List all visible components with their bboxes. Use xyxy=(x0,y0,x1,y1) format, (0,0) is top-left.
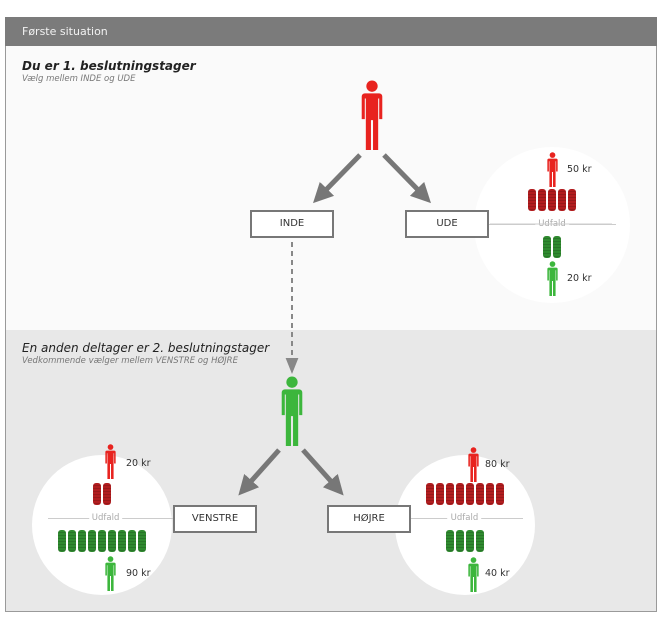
red-coin-row xyxy=(395,483,535,505)
green-coin-stack xyxy=(543,236,551,258)
red-coin-stack xyxy=(568,189,576,211)
outcome-hojre: 80 kr Udfald 40 kr xyxy=(390,455,535,595)
red-amount: 80 kr xyxy=(485,459,510,470)
red-coin-stack xyxy=(93,483,101,505)
green-coin-stack xyxy=(466,530,474,552)
arrow-to-ude xyxy=(382,153,431,204)
red-coin-row xyxy=(474,189,630,211)
red-coin-stack xyxy=(558,189,566,211)
green-coin-stack xyxy=(58,530,66,552)
outcome-divider: Udfald xyxy=(48,512,192,524)
green-amount: 20 kr xyxy=(567,273,592,284)
green-coin-stack xyxy=(118,530,126,552)
green-coin-stack xyxy=(138,530,146,552)
red-coin-stack xyxy=(446,483,454,505)
header-title: Første situation xyxy=(5,17,657,46)
red-coin-stack xyxy=(456,483,464,505)
first-decider-person-icon xyxy=(362,81,383,150)
red-coin-stack xyxy=(103,483,111,505)
red-coin-stack xyxy=(486,483,494,505)
green-coin-stack xyxy=(476,530,484,552)
green-coin-stack xyxy=(88,530,96,552)
outcome-label: Udfald xyxy=(88,512,123,524)
green-coin-stack xyxy=(68,530,76,552)
choice-venstre-button[interactable]: VENSTRE xyxy=(173,505,257,533)
red-coin-stack xyxy=(538,189,546,211)
choice-hojre-button[interactable]: HØJRE xyxy=(327,505,411,533)
red-coin-stack xyxy=(426,483,434,505)
red-coin-stack xyxy=(436,483,444,505)
section2-subtitle: Vedkommende vælger mellem VENSTRE og HØJ… xyxy=(22,356,238,366)
section1-subtitle: Vælg mellem INDE og UDE xyxy=(22,74,136,84)
second-decider-person-icon xyxy=(282,377,303,446)
outcome-divider: Udfald xyxy=(390,512,523,524)
green-coin-row xyxy=(474,236,630,258)
choice-inde-button[interactable]: INDE xyxy=(250,210,334,238)
red-coin-row xyxy=(32,483,172,505)
green-coin-stack xyxy=(446,530,454,552)
red-amount: 20 kr xyxy=(126,458,151,469)
red-coin-stack xyxy=(528,189,536,211)
green-amount: 90 kr xyxy=(126,568,151,579)
red-coin-stack xyxy=(476,483,484,505)
red-amount: 50 kr xyxy=(567,164,592,175)
green-coin-row xyxy=(32,530,172,552)
red-coin-stack xyxy=(496,483,504,505)
section1-title: Du er 1. beslutningstager xyxy=(22,59,196,73)
green-coin-stack xyxy=(128,530,136,552)
green-coin-stack xyxy=(98,530,106,552)
green-coin-stack xyxy=(78,530,86,552)
green-coin-stack xyxy=(108,530,116,552)
section2-title: En anden deltager er 2. beslutningstager xyxy=(22,341,270,355)
green-coin-stack xyxy=(553,236,561,258)
green-coin-row xyxy=(395,530,535,552)
outcome-label: Udfald xyxy=(447,512,482,524)
outcome-venstre: 20 kr Udfald 90 kr xyxy=(32,455,192,595)
choice-ude-button[interactable]: UDE xyxy=(405,210,489,238)
red-coin-stack xyxy=(466,483,474,505)
red-coin-stack xyxy=(548,189,556,211)
arrow-to-hojre xyxy=(301,448,344,496)
green-amount: 40 kr xyxy=(485,568,510,579)
arrow-to-venstre xyxy=(238,448,281,496)
green-coin-stack xyxy=(456,530,464,552)
arrow-to-inde xyxy=(313,153,362,204)
